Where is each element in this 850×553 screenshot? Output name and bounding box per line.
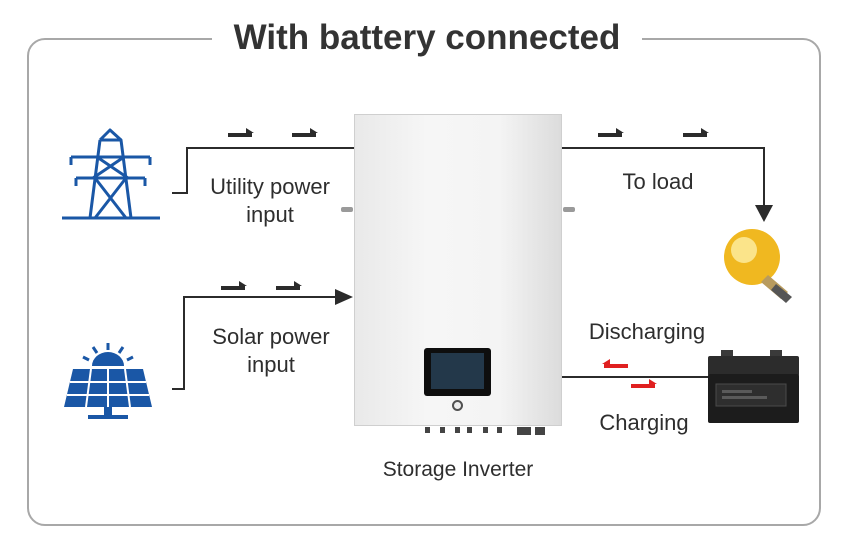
solar-label-line1: Solar power <box>212 324 330 349</box>
inverter-label: Storage Inverter <box>382 458 534 481</box>
light-bulb-icon <box>724 229 792 303</box>
direction-markers <box>221 128 709 290</box>
load-flow-arrowhead <box>755 205 773 222</box>
battery-direction-markers <box>602 359 657 388</box>
charging-label: Charging <box>599 410 689 435</box>
power-tower-icon <box>62 128 160 220</box>
solar-label-line2: input <box>247 352 295 377</box>
to-load-label: To load <box>622 169 694 194</box>
mount-bracket-right <box>563 207 575 212</box>
diagram-title: With battery connected <box>212 14 642 62</box>
inverter-ports <box>405 427 550 435</box>
load-flow-line <box>562 147 765 210</box>
mount-bracket-left <box>341 207 353 212</box>
utility-label-line2: input <box>246 202 294 227</box>
utility-label-line1: Utility power <box>210 174 330 199</box>
discharging-label: Discharging <box>588 319 706 344</box>
utility-flow-line <box>172 147 354 194</box>
battery-icon <box>708 350 799 423</box>
solar-panel-icon <box>64 343 152 419</box>
inverter-display-screen <box>431 353 484 389</box>
solar-flow-line <box>172 296 343 390</box>
solar-flow-arrowhead <box>335 289 353 305</box>
inverter-power-button <box>452 400 463 411</box>
